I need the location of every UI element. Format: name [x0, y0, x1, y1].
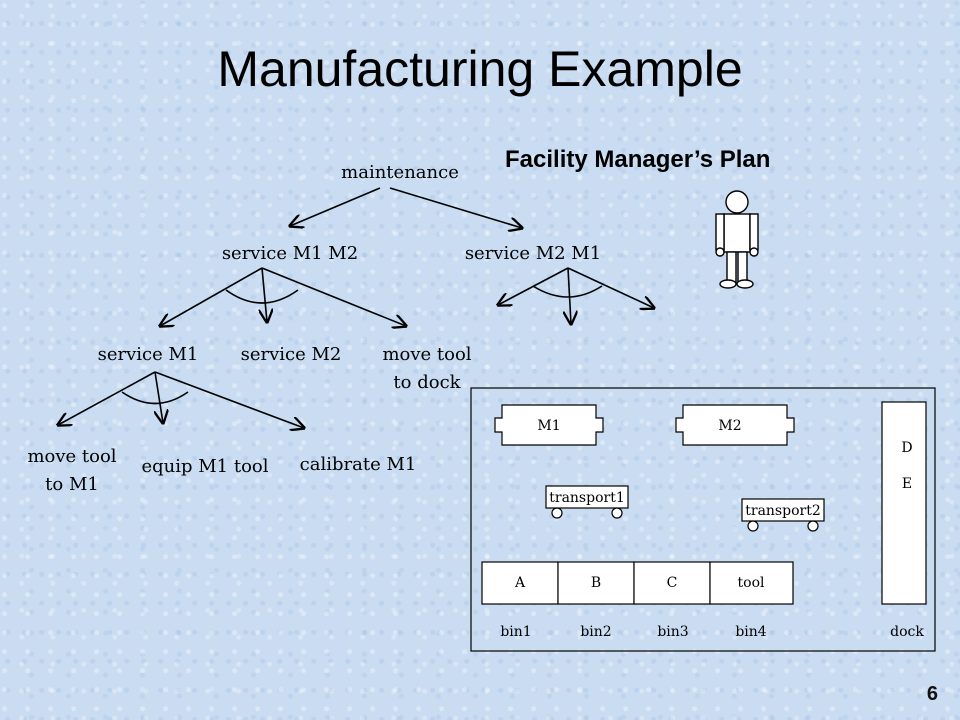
task-tree — [58, 187, 654, 428]
task-tree-labels: maintenance service M1 M2 service M2 M1 … — [27, 162, 601, 495]
node-move-tool-to-m1-line1: move tool — [27, 446, 116, 467]
transport-2: transport2 — [741, 498, 825, 532]
transport-1: transport1 — [545, 485, 629, 519]
bin-4-content: tool — [738, 575, 765, 591]
facility-layout: M1 M2 transport1 transport2 A B — [470, 387, 936, 652]
node-move-tool-to-dock-line1: move tool — [382, 344, 471, 365]
plan-subtitle: Facility Manager’s Plan — [505, 146, 771, 173]
and-arc-service-m1-m2 — [225, 289, 299, 304]
bin-1-content: A — [514, 575, 526, 591]
dock-item-e: E — [902, 476, 912, 492]
page-number: 6 — [926, 683, 938, 705]
and-arc-service-m1 — [121, 391, 189, 405]
machine-m1-label: M1 — [537, 418, 560, 434]
edge-service-m2-m1-right — [567, 267, 654, 308]
edge-service-m1-m2-service-m1 — [160, 267, 263, 326]
dock-item-d: D — [901, 440, 912, 456]
and-arc-service-m2-m1 — [532, 285, 603, 298]
dock: D E dock — [881, 401, 927, 640]
edge-maintenance-service-m2-m1 — [389, 187, 522, 228]
machine-m1: M1 — [494, 404, 604, 446]
bin-4-label: bin4 — [735, 624, 766, 640]
edge-service-m2-m1-mid — [568, 267, 571, 324]
bin-1-label: bin1 — [500, 624, 531, 640]
transport-1-label: transport1 — [549, 490, 624, 506]
node-move-tool-to-m1-line2: to M1 — [45, 474, 99, 495]
node-service-m1: service M1 — [98, 344, 199, 365]
edge-service-m1-equip — [155, 371, 163, 423]
node-service-m2: service M2 — [241, 344, 342, 365]
edge-service-m1-calibrate — [154, 371, 304, 428]
facility-border — [470, 387, 936, 652]
edge-service-m1-m2-move-tool-dock — [261, 267, 406, 326]
node-calibrate-m1: calibrate M1 — [300, 454, 417, 475]
node-maintenance: maintenance — [341, 162, 459, 183]
dock-label: dock — [890, 624, 924, 640]
bins: A B C tool bin1 bin2 bin3 bin4 — [481, 561, 794, 640]
machine-m2-label: M2 — [718, 418, 741, 434]
person-icon — [715, 190, 759, 289]
bin-2-label: bin2 — [580, 624, 611, 640]
machine-m2: M2 — [675, 404, 795, 446]
edge-service-m1-m2-service-m2 — [262, 267, 267, 322]
node-equip-m1-tool: equip M1 tool — [141, 456, 268, 477]
bin-2-content: B — [591, 575, 601, 591]
bin-3-label: bin3 — [657, 624, 688, 640]
node-service-m1-m2: service M1 M2 — [222, 243, 358, 264]
edge-maintenance-service-m1-m2 — [290, 187, 381, 226]
edge-service-m1-move-tool-m1 — [58, 371, 156, 425]
node-service-m2-m1: service M2 M1 — [465, 243, 601, 264]
transport-2-label: transport2 — [745, 503, 820, 519]
slide-title: Manufacturing Example — [217, 41, 743, 97]
node-move-tool-to-dock-line2: to dock — [393, 372, 461, 393]
bin-3-content: C — [667, 575, 678, 591]
